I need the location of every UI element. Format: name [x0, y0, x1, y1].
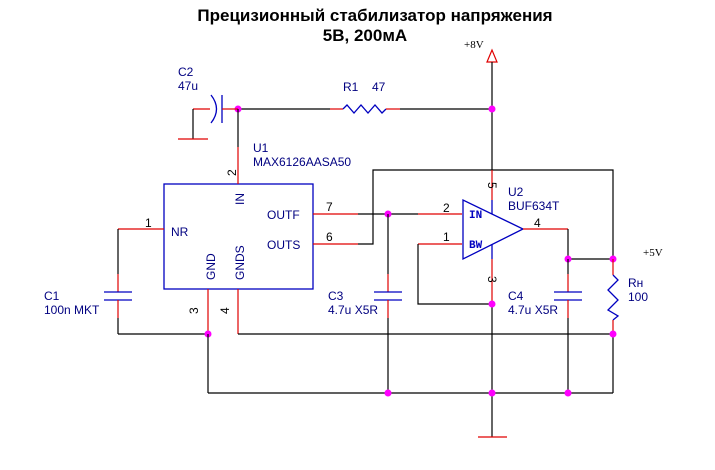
u2-pin1-num: 1 — [443, 230, 450, 244]
c1-value: 100n MKT — [44, 303, 100, 317]
u2-pin-bw: BW — [469, 240, 483, 252]
u1-ref: U1 — [253, 141, 269, 155]
u2-pin2-num: 2 — [443, 201, 450, 215]
c3-capacitor — [374, 214, 402, 397]
c2-value: 47u — [178, 79, 198, 93]
vout-label: +5V — [643, 247, 663, 259]
input-net — [234, 104, 496, 114]
title-line-2: 5В, 200мА — [323, 26, 407, 45]
u2-pin3-num: 3 — [485, 276, 499, 283]
u1-pin3-num: 3 — [187, 307, 201, 314]
junction — [488, 300, 496, 308]
u2-pin-in: IN — [469, 210, 482, 222]
c2-capacitor — [178, 94, 238, 140]
junction — [384, 389, 392, 397]
r1-value: 47 — [372, 80, 386, 94]
u1-pin6-num: 6 — [326, 230, 333, 244]
c4-ref: C4 — [508, 289, 524, 303]
junction — [488, 105, 496, 113]
u2-part: BUF634T — [508, 199, 560, 213]
junction — [488, 389, 496, 397]
u2-pin5-num: 5 — [485, 182, 499, 189]
c3-ref: C3 — [328, 289, 344, 303]
u1-max6126: 2 IN NR OUTF OUTS GND GNDS 1 7 6 3 4 — [118, 109, 358, 334]
title-line-1: Прецизионный стабилизатор напряжения — [197, 6, 552, 25]
u1-pin-gnds: GNDS — [233, 245, 247, 280]
u1-pin4-num: 4 — [218, 307, 232, 314]
u1-pin-gnd: GND — [204, 253, 218, 280]
rload-value: 100 — [628, 290, 648, 304]
c1-ref: C1 — [44, 289, 60, 303]
u1-pin7-num: 7 — [326, 200, 333, 214]
junction — [609, 330, 617, 338]
u1-pin-nr: NR — [171, 225, 189, 239]
r1-ref: R1 — [343, 80, 359, 94]
c4-value: 4.7u X5R — [508, 303, 558, 317]
u2-buf634: IN BW 5 2 1 3 4 — [417, 170, 568, 305]
rload-ref: Rн — [628, 276, 643, 290]
c1-capacitor — [104, 229, 208, 335]
vin-rail: +8V — [464, 39, 498, 170]
u1-pin-in: IN — [233, 193, 247, 205]
u1-part: MAX6126AASA50 — [253, 155, 351, 169]
c4-capacitor — [554, 259, 582, 397]
rload-resistor — [606, 259, 620, 338]
u2-ref: U2 — [508, 185, 524, 199]
u1-pin-outf: OUTF — [267, 208, 300, 222]
u1-pin1-num: 1 — [145, 216, 152, 230]
vin-label: +8V — [464, 39, 484, 51]
u1-pin-outs: OUTS — [267, 238, 300, 252]
c3-value: 4.7u X5R — [328, 303, 378, 317]
junction — [564, 389, 572, 397]
u2-pin4-num: 4 — [534, 216, 541, 230]
r1-resistor — [342, 104, 387, 114]
c2-ref: C2 — [178, 65, 194, 79]
power-arrow-icon — [486, 48, 498, 63]
u1-pin2-num: 2 — [225, 169, 239, 176]
